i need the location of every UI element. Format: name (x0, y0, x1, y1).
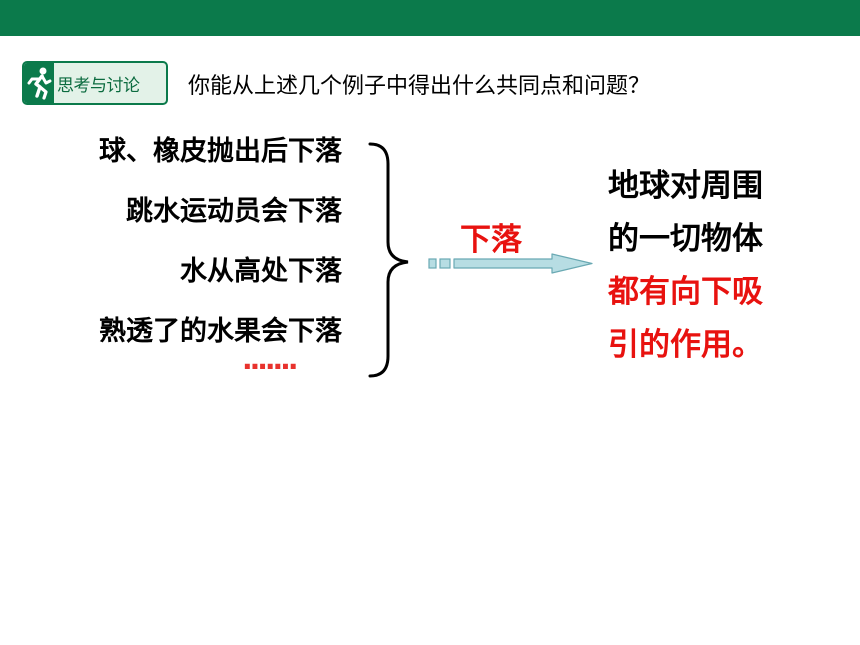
question-text: 你能从上述几个例子中得出什么共同点和问题？ (188, 74, 651, 99)
ellipsis: ······· (242, 350, 298, 383)
conclusion-line-4: 引的作用。 (608, 327, 763, 363)
example-item-1: 球、橡皮抛出后下落 (99, 136, 342, 167)
example-item-3: 水从高处下落 (180, 256, 342, 287)
discussion-badge: 思考与讨论 (22, 61, 168, 105)
conclusion-text: 地球对周围 的一切物体 都有向下吸 引的作用。 (608, 160, 818, 372)
examples-list: 球、橡皮抛出后下落 跳水运动员会下落 水从高处下落 熟透了的水果会下落 (99, 128, 342, 368)
arrow-label: 下落 (460, 222, 522, 258)
right-brace (366, 140, 416, 384)
running-person-icon (24, 63, 54, 103)
conclusion-line-1: 地球对周围 (608, 168, 763, 204)
conclusion-line-2: 的一切物体 (608, 221, 763, 257)
conclusion-line-3: 都有向下吸 (608, 274, 763, 310)
badge-label: 思考与讨论 (57, 75, 140, 96)
right-arrow-icon (426, 250, 596, 284)
example-item-2: 跳水运动员会下落 (126, 196, 342, 227)
example-item-4: 熟透了的水果会下落 (99, 316, 342, 347)
header-bar (0, 0, 860, 36)
